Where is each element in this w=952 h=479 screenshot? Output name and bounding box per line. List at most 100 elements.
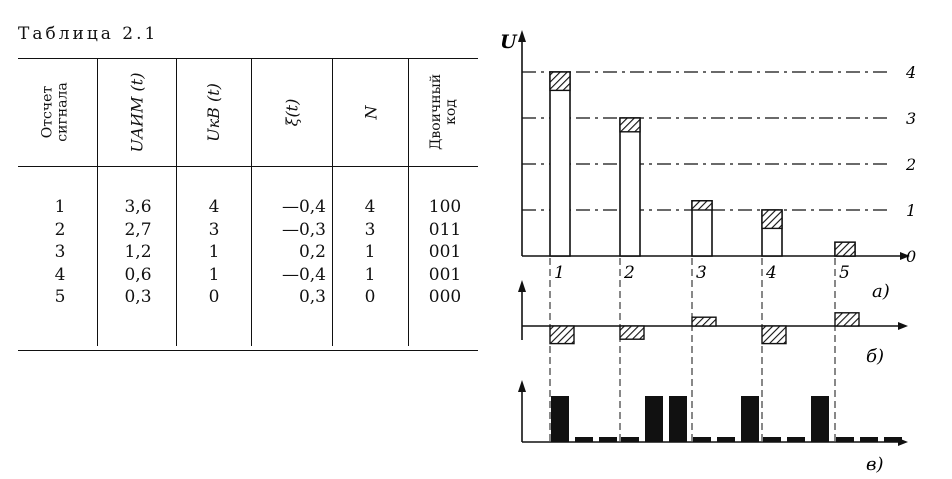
code-pulse (693, 437, 711, 442)
code-pulse (884, 437, 902, 442)
column-binary-code: 100 011 001 001 000 (414, 196, 476, 309)
cell: 0 (364, 287, 376, 307)
cell: 011 (428, 219, 462, 240)
level-label: 2 (905, 155, 916, 174)
cell: 2 (54, 219, 66, 240)
error-sample (691, 316, 717, 327)
code-pulse (551, 396, 569, 442)
cell: 5 (54, 287, 66, 307)
error-sample (619, 325, 645, 340)
column-error: —0,4 —0,3 0,2 —0,4 0,3 (258, 196, 326, 309)
panel-label: a) (872, 281, 890, 302)
code-pulse (575, 437, 593, 442)
cell: 1 (364, 264, 376, 285)
panel-label: в) (866, 454, 884, 475)
error-sample (834, 312, 860, 327)
y-axis-arrow (518, 30, 526, 42)
cell: 2,7 (124, 219, 152, 240)
error-sample (761, 325, 787, 345)
col-divider (332, 58, 333, 346)
level-label: 0 (906, 247, 916, 266)
sample-bars (549, 71, 856, 257)
level-label: 3 (906, 109, 916, 128)
level-label: 1 (906, 201, 916, 220)
code-pulse (645, 396, 663, 442)
quantization-error-band (834, 241, 856, 257)
cell: 0,3 (298, 287, 326, 307)
col-divider (176, 58, 177, 346)
cell: 4 (364, 197, 376, 217)
error-panel (518, 280, 908, 345)
y-axis-b-arrow (518, 280, 526, 292)
x-axis-a-arrow (900, 252, 910, 260)
table-top-rule (18, 58, 478, 59)
table-bottom-rule (18, 350, 478, 351)
quantization-error-band (691, 200, 713, 211)
cell: 1 (54, 197, 66, 217)
axes (518, 30, 910, 260)
sample-bar (619, 117, 641, 257)
sample-label: 4 (765, 263, 777, 283)
cell: 1 (208, 242, 220, 262)
cell: 001 (428, 264, 462, 285)
header-u-aim: UАИМ (t) (127, 72, 147, 152)
column-n: 4 3 1 1 0 (340, 196, 400, 309)
x-axis-b-arrow (898, 322, 908, 330)
cell: 4 (54, 264, 66, 285)
cell: 001 (428, 242, 462, 262)
table-caption: Таблица 2.1 (18, 24, 159, 44)
sample-label: 3 (696, 263, 707, 283)
sample-label: 2 (623, 263, 635, 283)
code-pulse (811, 396, 829, 442)
cell: 1 (364, 242, 376, 262)
code-pulse (669, 396, 687, 442)
quantization-error-band (619, 117, 641, 133)
cell: 0,6 (124, 264, 152, 285)
panel-label: б) (866, 346, 884, 367)
code-pulse (787, 437, 805, 442)
column-u-aim: 3,6 2,7 1,2 0,6 0,3 (108, 196, 168, 309)
sample-guides (549, 258, 836, 442)
sample-bar (549, 71, 571, 257)
sample-label: 1 (554, 263, 565, 283)
y-axis-c-arrow (518, 380, 526, 392)
cell: 100 (428, 197, 462, 217)
level-label: 4 (905, 63, 916, 82)
code-pulse (860, 437, 878, 442)
cell: 3,6 (124, 197, 152, 217)
cell: —0,4 (281, 264, 326, 285)
cell: 3 (54, 242, 66, 262)
code-pulse (621, 437, 639, 442)
header-u-kv: UкВ (t) (203, 82, 223, 142)
cell: 3 (364, 219, 376, 240)
column-u-kv: 4 3 1 1 0 (184, 196, 244, 309)
cell: 1 (208, 264, 220, 285)
sample-label: 5 (839, 263, 850, 283)
col-divider (97, 58, 98, 346)
code-pulse (599, 437, 617, 442)
cell: 0,3 (124, 287, 152, 307)
header-n: N (361, 105, 381, 119)
code-pulse (836, 437, 854, 442)
cell: —0,3 (281, 219, 326, 240)
code-pulse (717, 437, 735, 442)
code-pulse (741, 396, 759, 442)
header-xi: ξ(t) (282, 98, 302, 126)
cell: 4 (208, 197, 220, 217)
quantization-error-band (761, 209, 783, 230)
cell: 3 (208, 219, 220, 240)
col-divider (408, 58, 409, 346)
col-divider (251, 58, 252, 346)
column-sample: 1 2 3 4 5 (30, 196, 90, 309)
cell: —0,4 (281, 197, 326, 217)
code-pulse (763, 437, 781, 442)
cell: 000 (428, 287, 462, 307)
level-grid (522, 71, 890, 211)
cell: 0 (208, 287, 220, 307)
cell: 0,2 (298, 242, 326, 262)
